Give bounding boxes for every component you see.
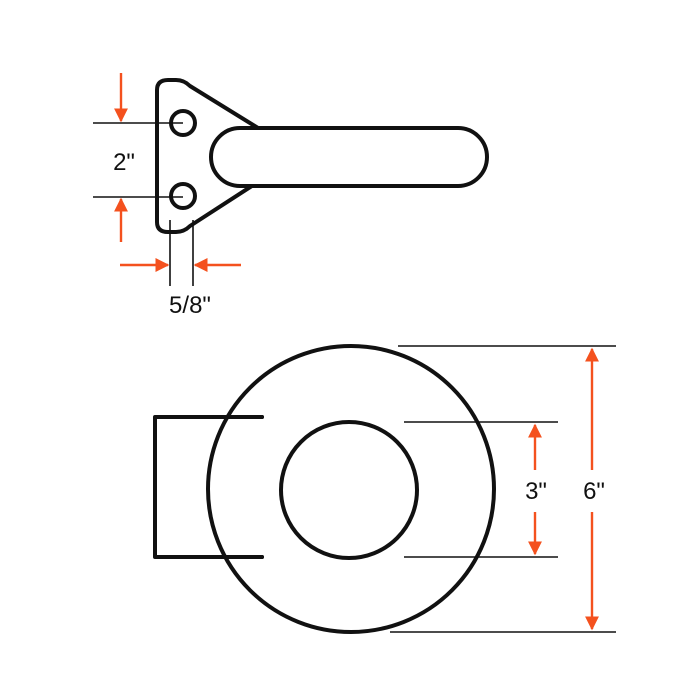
inner-bore: [279, 420, 419, 560]
hole-spacing-label: 2": [113, 149, 135, 176]
hole-diameter-label: 5/8": [169, 292, 211, 319]
mounting-bracket: [153, 415, 264, 559]
top-view: 2" 5/8": [93, 73, 489, 319]
handle-bar: [209, 126, 489, 188]
side-view: 6" 3": [153, 344, 616, 634]
outer-disc: [206, 344, 496, 634]
inner-diameter-label: 3": [525, 478, 547, 505]
outer-diameter-label: 6": [583, 478, 605, 505]
lower-hole: [169, 182, 197, 210]
